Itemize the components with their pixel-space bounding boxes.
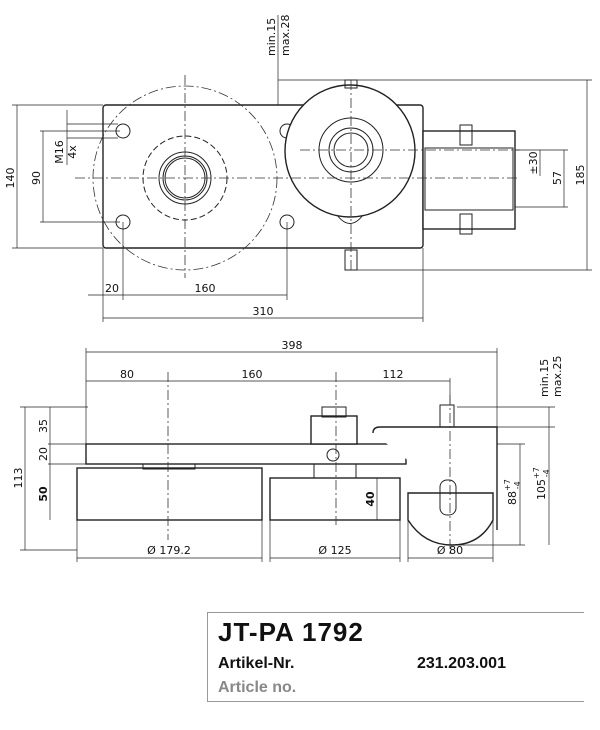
dim-50: 50 [37,486,50,502]
article-label-de: Artikel-Nr. [218,655,295,672]
dim-160: 160 [195,282,216,295]
dim-20: 20 [105,282,119,295]
product-name: JT-PA 1792 [218,617,364,647]
thread-count: 4x [66,145,79,159]
caster-wheel [407,492,494,546]
dia-80: Ø 80 [437,544,463,557]
small-wheel-side [269,477,401,521]
article-number: 231.203.001 [417,655,506,672]
dim-90: 90 [30,171,43,185]
side-view: 398 80 160 112 min.15 max.25 113 35 20 5… [12,339,564,562]
dim-88: 88+7-4 [503,479,522,505]
dia-125: Ø 125 [318,544,351,557]
dim-min: min.15 [265,18,278,56]
dim-113: 113 [12,468,25,489]
caster-body [424,147,514,211]
dim-20-side: 20 [37,447,50,461]
title-block: JT-PA 1792 Artikel-Nr. 231.203.001 Artic… [207,612,584,702]
dim-140: 140 [4,168,17,189]
dim-185: 185 [574,165,587,186]
nut [310,415,358,445]
dim-40: 40 [364,491,377,507]
dim-105: 105+7-4 [532,467,551,500]
drive-wheel [284,84,416,218]
base-plate-side [85,443,407,465]
dim-max: max.28 [279,15,292,56]
top-view: 140 90 M16 4x min.15 max.28 185 57 ±30 2… [4,15,592,322]
article-label-en: Article no. [218,679,297,696]
dim-80: 80 [120,368,134,381]
dim-160-side: 160 [242,368,263,381]
thread-spec: M16 [53,140,66,164]
dim-57: 57 [551,171,564,185]
dim-310: 310 [253,305,274,318]
caster-bracket [422,130,516,230]
dim-pm30: ±30 [527,151,540,174]
large-wheel-side [76,467,263,521]
dia-179: Ø 179.2 [147,544,191,557]
dim-35: 35 [37,419,50,433]
dim-398: 398 [282,339,303,352]
dim-112: 112 [383,368,404,381]
dim-max-side: max.25 [551,356,564,397]
dim-min-side: min.15 [538,359,551,397]
